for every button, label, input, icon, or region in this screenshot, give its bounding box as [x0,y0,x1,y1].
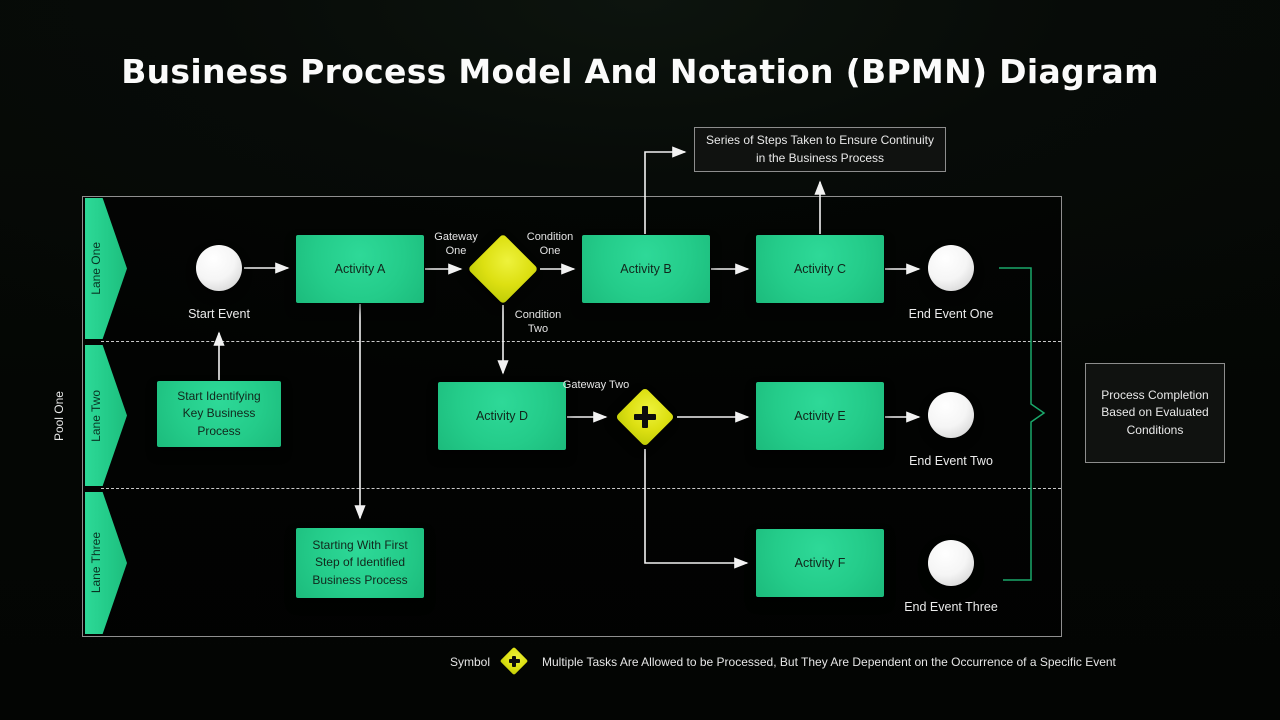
legend-symbol-label: Symbol [450,655,491,669]
lane-divider-1 [101,341,1061,342]
task-starting-first-step[interactable]: Starting With First Step of Identified B… [296,528,424,598]
page-title: Business Process Model And Notation (BPM… [121,52,1159,91]
condition-one-label: Condition One [526,231,574,258]
end-event-one-label: End Event One [908,307,994,321]
pool-label: Pool One [52,391,66,442]
end-event-three-label: End Event Three [904,600,998,614]
start-event-label: Start Event [188,307,250,321]
end-event-one[interactable] [928,245,974,291]
activity-d[interactable]: Activity D [438,382,566,450]
end-event-three[interactable] [928,540,974,586]
lane-two-label: Lane Two [89,389,103,442]
gateway-one-label: Gateway One [434,231,478,258]
condition-two-label: Condition Two [514,309,562,336]
parallel-gateway-plus-icon [634,406,656,428]
task-start-identifying[interactable]: Start Identifying Key Business Process [157,381,281,447]
annotation-process-completion[interactable]: Process Completion Based on Evaluated Co… [1085,363,1225,463]
activity-e[interactable]: Activity E [756,382,884,450]
end-event-two-label: End Event Two [909,454,993,468]
activity-c[interactable]: Activity C [756,235,884,303]
legend-plus-icon [508,655,520,667]
activity-f[interactable]: Activity F [756,529,884,597]
activity-a[interactable]: Activity A [296,235,424,303]
annotation-continuity[interactable]: Series of Steps Taken to Ensure Continui… [694,127,946,172]
start-event[interactable] [196,245,242,291]
gateway-two-label: Gateway Two [562,379,630,391]
lane-one-label: Lane One [89,242,103,295]
end-event-two[interactable] [928,392,974,438]
legend-description: Multiple Tasks Are Allowed to be Process… [542,655,1116,669]
lane-three-label: Lane Three [89,532,103,594]
lane-divider-2 [101,488,1061,489]
activity-b[interactable]: Activity B [582,235,710,303]
